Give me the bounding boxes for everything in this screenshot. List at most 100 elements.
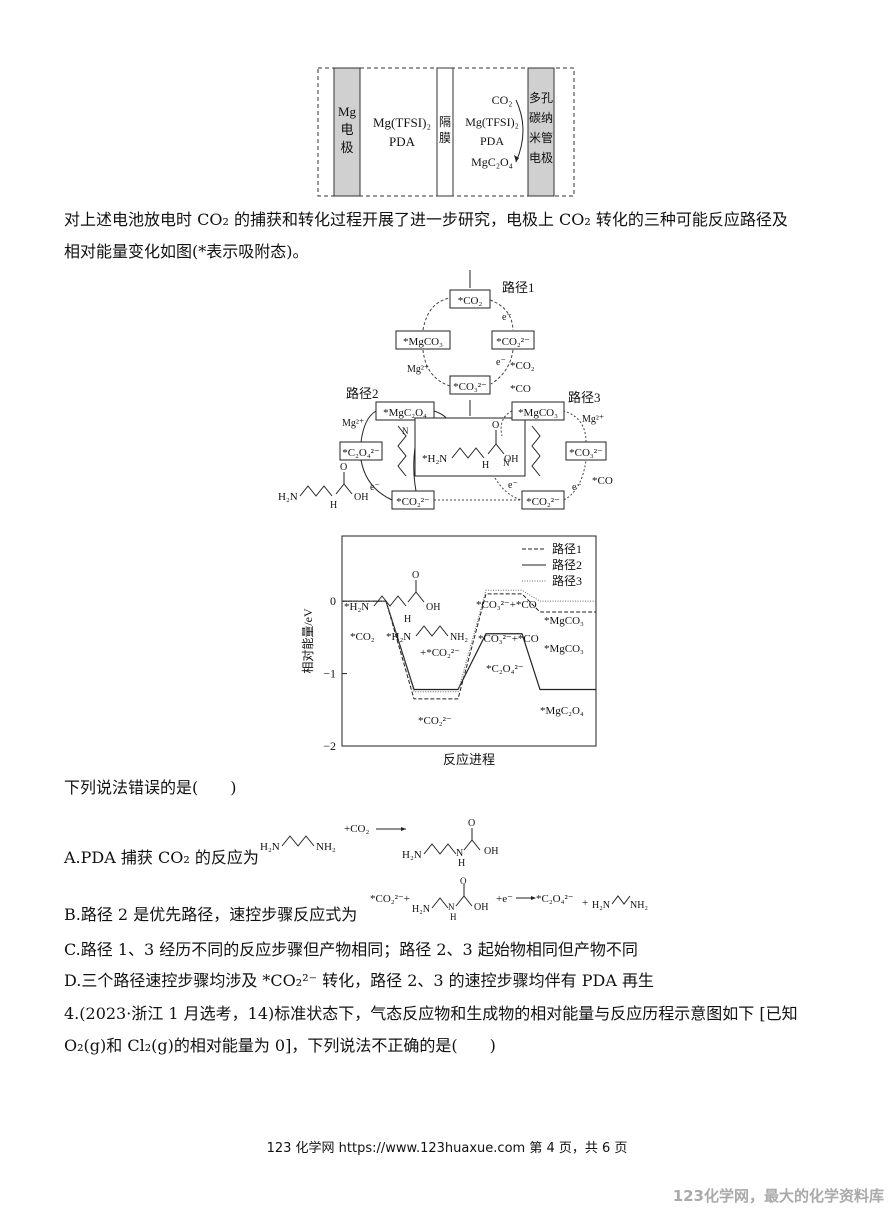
path1-label: 路径1 (502, 280, 535, 295)
co2-radical-text-2: *CO₂²⁻ (396, 496, 430, 508)
label-c2o4: *C₂O₄²⁻ (486, 663, 524, 675)
plot-frame (341, 535, 597, 747)
c2o4-text: *C₂O₄²⁻ (342, 447, 380, 459)
mg2-label-1: Mg²⁺ (407, 364, 429, 375)
mgco3-text-1: *MgCO₃ (403, 336, 443, 348)
option-c: C.路径 1、3 经历不同的反应步骤但产物相同；路径 2、3 起始物相同但产物不… (64, 940, 638, 959)
y-tick-label: −1 (323, 667, 336, 681)
page-footer: 123 化学网 https://www.123huaxue.com 第 4 页，… (266, 1141, 628, 1156)
left-electrolyte-label: Mg(TFSI)₂ (373, 115, 431, 130)
eqb-plus: + (582, 897, 588, 909)
co3-box-1 (449, 375, 491, 395)
co-out-label: *CO (510, 383, 531, 395)
eqb-co2rad: *CO₂²⁻+ (370, 893, 410, 905)
carbamate-o: O (492, 420, 499, 431)
separator-label: 隔 (439, 115, 451, 129)
intro-line-1: 对上述电池放电时 CO₂ 的捕获和转化过程开展了进一步研究，电极上 CO₂ 转化… (64, 210, 788, 229)
label-carbamate-o: O (412, 570, 419, 581)
eqa-h: H (458, 858, 465, 868)
label-co3-co: *CO₃²⁻+*CO (476, 599, 537, 611)
label-h2n-nh2: *H₂N (386, 631, 411, 643)
co2-ads-box (449, 289, 491, 309)
carbamate-oh: OH (504, 454, 518, 465)
carbon-nanotube-electrode (527, 67, 555, 197)
label-mgco3-mid: *MgCO₃ (544, 643, 584, 655)
eqb-nh2: NH₂ (630, 900, 648, 911)
y-tick-label: −2 (323, 739, 336, 753)
eqa-oh: OH (484, 846, 498, 857)
pda-n: N (402, 426, 409, 436)
mgc2o4-text: *MgC₂O₄ (383, 407, 427, 419)
mgc2o4-label: MgC₂O₄ (471, 155, 513, 169)
mg-electrode (333, 67, 361, 197)
separator (436, 67, 454, 197)
free-o: O (340, 462, 347, 473)
cnt-electrode-label: 米管 (529, 130, 553, 145)
carbamate-h2n: *H₂N (422, 453, 447, 465)
eqb-n: N (448, 902, 455, 912)
co3-text-1: *CO₃²⁻ (453, 381, 487, 393)
e-label-1: e⁻ (502, 312, 512, 323)
label-carbamate-h: H (404, 614, 411, 625)
mg-electrode-label: Mg (338, 104, 357, 119)
cnt-electrode-label: 碳纳 (529, 111, 553, 125)
y-axis-label: 相对能量/eV (301, 608, 315, 674)
eqb-pe: +e⁻ (496, 893, 513, 905)
series-line-3 (342, 589, 596, 693)
left-electrolyte-label: PDA (389, 134, 416, 149)
legend-path2: 路径2 (552, 557, 582, 572)
co2-radical-text-3: *CO₂²⁻ (526, 496, 560, 508)
equation-a: H₂N NH₂ +CO₂ H₂N N H O OH (260, 818, 498, 868)
eqb-h: H (450, 912, 457, 922)
eqa-plus-co2: +CO₂ (344, 823, 369, 835)
legend-path3: 路径3 (552, 573, 582, 588)
co2-ads-text: *CO₂ (458, 295, 483, 307)
option-d: D.三个路径速控步骤均涉及 *CO₂²⁻ 转化，路径 2、3 的速控步骤均伴有 … (64, 971, 655, 990)
co3-text-3: *CO₃²⁻ (569, 447, 603, 459)
legend: 路径1 路径2 路径3 (522, 541, 582, 588)
question-stem: 下列说法错误的是( ) (64, 778, 237, 797)
mg2-label-3: Mg²⁺ (582, 414, 604, 425)
mgco3-text-3: *MgCO₃ (518, 407, 558, 419)
cnt-electrode-label: 电极 (529, 151, 553, 165)
mg2-label-2: Mg²⁺ (342, 418, 364, 429)
free-oh: OH (354, 492, 368, 503)
label-mgc2o4: *MgC₂O₄ (540, 705, 584, 717)
co2-out-label: *CO₂ (510, 360, 535, 372)
co2-radical-box (491, 330, 535, 350)
conversion-arrow (515, 99, 524, 163)
eqa-n: N (456, 848, 463, 859)
eqa-o: O (468, 818, 475, 829)
conversion-arrow-head (514, 155, 519, 162)
y-tick-label: 0 (330, 594, 336, 608)
label-co2: *CO₂ (350, 631, 375, 643)
series-line-2 (342, 600, 596, 691)
eqb-h2n: H₂N (412, 904, 430, 915)
e-label-2: e⁻ (496, 357, 506, 368)
e-label-3: e⁻ (370, 482, 380, 493)
question-4-line-1: 4.(2023·浙江 1 月选考，14)标准状态下，气态反应物和生成物的相对能量… (64, 1004, 798, 1023)
energy-profile-chart: 相对能量/eV 反应进程 0−1−2 路径1 路径2 路径3 *H₂N H O … (301, 535, 597, 767)
cnt-electrode-label: 多孔 (529, 91, 553, 105)
equation-b: *CO₂²⁻+ H₂N N H O OH +e⁻ *C₂O₄²⁻ + H₂N N… (370, 876, 648, 922)
eqa-h2n-2: H₂N (402, 849, 422, 861)
co2-label: CO₂ (492, 93, 513, 107)
right-electrolyte-label: Mg(TFSI)₂ (465, 115, 519, 129)
legend-path1: 路径1 (552, 541, 582, 556)
e-label-5: e⁻ (508, 480, 518, 491)
mg-electrode-label: 极 (340, 140, 353, 155)
mgco3-box-1 (395, 330, 451, 350)
pda-chain-right (531, 425, 541, 477)
co2-radical-text: *CO₂²⁻ (496, 336, 530, 348)
battery-cell-diagram: Mg 电 极 Mg(TFSI)₂ PDA 隔 膜 CO₂ Mg(TFSI)₂ P… (317, 67, 575, 197)
pda-chain-left: N (397, 425, 409, 477)
carbamate-box (414, 417, 526, 477)
free-h2n: H₂N (278, 491, 298, 503)
e-label-4: e⁻ (572, 482, 582, 493)
label-nh2: NH₂ (450, 632, 468, 643)
eqb-h2n-2: H₂N (592, 900, 610, 911)
x-axis-label: 反应进程 (443, 752, 495, 767)
label-plus-co2rad: +*CO₂²⁻ (420, 647, 460, 659)
question-4-line-2: O₂(g)和 Cl₂(g)的相对能量为 0]，下列说法不正确的是( ) (64, 1036, 496, 1055)
label-carbamate-ads: *H₂N (344, 601, 369, 613)
